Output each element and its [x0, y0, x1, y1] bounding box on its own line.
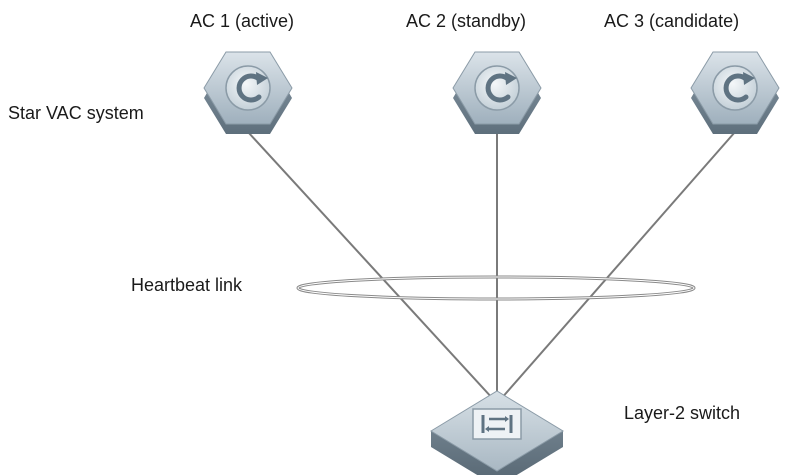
ac3-label: AC 3 (candidate) [604, 11, 740, 31]
heartbeat-label: Heartbeat link [131, 275, 243, 295]
ac3-device-icon [690, 51, 780, 134]
heartbeat-ring [296, 275, 696, 301]
link-ac1 [247, 131, 495, 401]
link-ac3 [499, 131, 736, 401]
link-lines [247, 131, 736, 401]
layer2-switch-icon [430, 390, 564, 475]
ac1-label: AC 1 (active) [190, 11, 295, 31]
switch-label: Layer-2 switch [624, 403, 741, 423]
ac1-device-icon [203, 51, 293, 134]
system-label: Star VAC system [8, 103, 144, 123]
ac2-label: AC 2 (standby) [406, 11, 527, 31]
ac2-device-icon [452, 51, 542, 134]
